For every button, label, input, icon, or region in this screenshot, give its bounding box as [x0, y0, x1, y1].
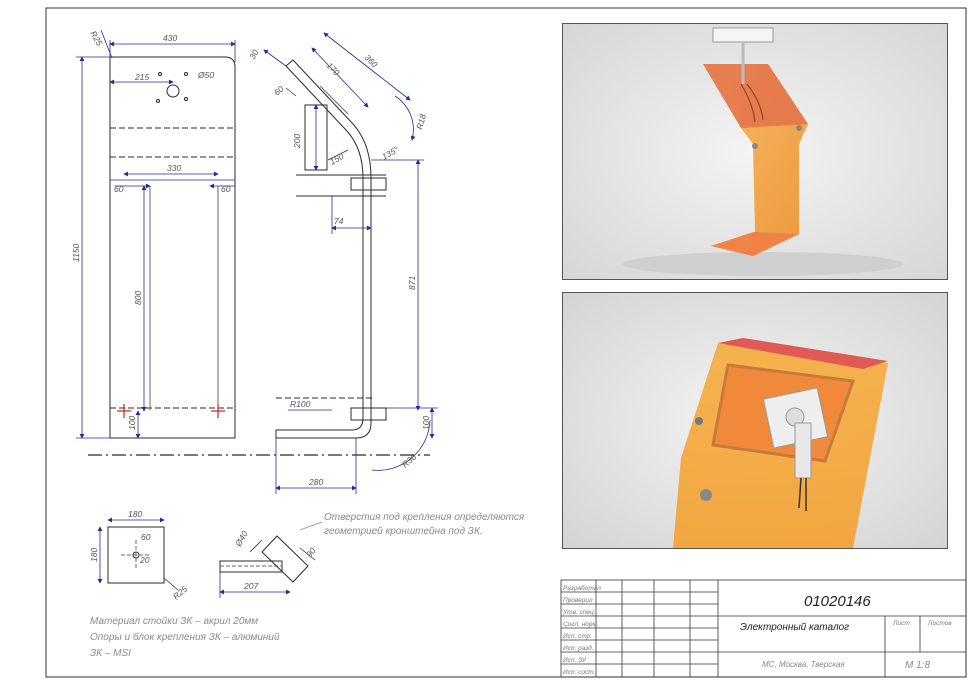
render-photo-top: [562, 23, 948, 280]
tb-row-1: Разработал: [563, 584, 601, 592]
dim-60-side: 60: [272, 84, 286, 98]
sheet-label: Лист: [892, 620, 910, 627]
tb-row-2: Проверил: [563, 597, 593, 604]
dim-60a: 60: [114, 184, 124, 194]
dim-180h: 180: [89, 548, 99, 562]
dim-60-plate: 60: [141, 532, 151, 542]
dim-430: 430: [163, 33, 177, 43]
sheets-label: Листов: [927, 620, 952, 627]
dim-100b: 100: [421, 416, 431, 430]
tb-row-5: Исп. стр.: [563, 633, 592, 640]
note-holes-line-2: геометрией кронштейна под ЗК.: [324, 526, 483, 537]
front-view-dim-text: R25 430 215 Ø50 330 60 60 1150 800 100: [71, 29, 231, 430]
tb-row-4: Согл. норм.: [563, 621, 599, 628]
title-block-rows: Разработал Проверил Утв. спец. Согл. нор…: [562, 584, 601, 676]
doc-number: 01020146: [804, 593, 871, 610]
bracket-dimensions: [219, 539, 316, 598]
material-note-1: Материал стойки ЗК – акрил 20мм: [90, 616, 258, 627]
dim-30: 30: [247, 48, 261, 61]
tb-row-7: Исп. ЗУ: [563, 657, 587, 664]
org-name: МС, Москва, Тверская: [762, 660, 845, 669]
bracket-view: [219, 535, 309, 583]
dim-phi40: Ø40: [233, 529, 250, 549]
side-view-dimensions: [263, 32, 438, 494]
dim-phi50: Ø50: [197, 70, 214, 80]
scale: М 1:8: [905, 660, 930, 671]
dim-20: 20: [139, 555, 150, 565]
front-view-marks: [117, 404, 225, 418]
dim-200: 200: [292, 134, 302, 149]
material-note-3: ЗК – MSI: [90, 648, 131, 659]
plate-dimensions: [97, 517, 179, 591]
dim-100: 100: [127, 416, 137, 430]
dim-r100: R100: [290, 399, 311, 409]
dim-r25-top: R25: [88, 29, 105, 48]
plate-view: [107, 526, 165, 584]
dim-330: 330: [167, 163, 181, 173]
note-leader: [299, 521, 323, 531]
side-view-dim-text: 30 170 360 60 R18 200 150 135° 74 871 R1…: [247, 48, 431, 487]
dim-280: 280: [308, 477, 323, 487]
dim-135: 135°: [380, 144, 401, 162]
tb-row-8: Исп. сост.: [563, 669, 596, 676]
dim-r18: R18: [414, 113, 428, 131]
dim-207: 207: [243, 581, 258, 591]
title-block: [560, 579, 967, 678]
side-view: [275, 59, 387, 439]
tb-row-3: Утв. спец.: [562, 609, 596, 616]
render-photo-bottom: [562, 292, 948, 549]
dim-180w: 180: [128, 509, 142, 519]
front-view-dimensions: [76, 29, 236, 439]
dim-360: 360: [363, 52, 380, 69]
note-holes-line-1: Отверстия под крепления определяются: [324, 512, 525, 523]
dim-74: 74: [334, 216, 344, 226]
dim-170: 170: [325, 60, 342, 77]
tb-row-6: Исп. разд.: [563, 644, 594, 652]
dim-871: 871: [407, 276, 417, 290]
dim-60b: 60: [221, 184, 231, 194]
material-note-2: Опоры и блок крепления ЗК – алюминий: [90, 631, 280, 643]
dim-150: 150: [328, 151, 346, 167]
dim-800: 800: [133, 291, 143, 305]
sheet-frame: [45, 7, 967, 678]
doc-name: Электронный каталог: [740, 622, 849, 633]
front-view: [109, 56, 236, 439]
dim-90: 90: [304, 545, 318, 559]
dim-1150: 1150: [71, 243, 81, 262]
dim-215: 215: [134, 72, 149, 82]
plate-dim-text: 180 180 60 20 R25: [89, 509, 189, 602]
